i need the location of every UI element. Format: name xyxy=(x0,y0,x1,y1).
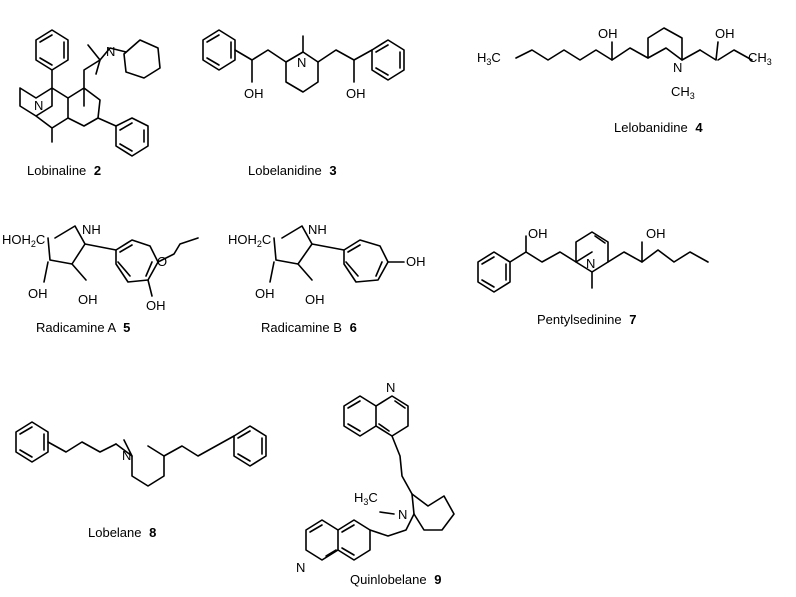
pentylsedinine-oh-1: OH xyxy=(528,226,548,241)
structure-radicamine-b xyxy=(269,225,405,283)
pentylsedinine-oh-2: OH xyxy=(646,226,666,241)
caption-lobinaline-name: Lobinaline xyxy=(27,163,86,178)
caption-radicamine-b-name: Radicamine B xyxy=(261,320,342,335)
lelobanidine-oh-2: OH xyxy=(715,26,735,41)
caption-radicamine-a-name: Radicamine A xyxy=(36,320,117,335)
caption-radicamine-a: Radicamine A 5 xyxy=(36,320,130,335)
radicamine-a-oh-3: OH xyxy=(146,298,166,313)
caption-lelobanidine-name: Lelobanidine xyxy=(614,120,688,135)
lobelanidine-atom-n: N xyxy=(297,55,306,70)
structure-lobelane xyxy=(15,421,267,487)
caption-lelobanidine: Lelobanidine 4 xyxy=(614,120,703,135)
lobelanidine-oh-1: OH xyxy=(244,86,264,101)
radicamine-a-oh-2: OH xyxy=(78,292,98,307)
caption-quinlobelane-name: Quinlobelane xyxy=(350,572,427,587)
lobelanidine-oh-2: OH xyxy=(346,86,366,101)
lobelane-atom-n: N xyxy=(122,448,131,463)
radicamine-b-hoh2c: HOH2C xyxy=(228,232,271,249)
caption-lobinaline: Lobinaline 2 xyxy=(27,163,101,178)
radicamine-a-oh-1: OH xyxy=(28,286,48,301)
lobinaline-atom-n1: N xyxy=(34,98,43,113)
structure-radicamine-a xyxy=(43,225,199,297)
radicamine-b-oh-3: OH xyxy=(406,254,426,269)
quinlobelane-quinoline-n-bottom: N xyxy=(296,560,305,575)
structure-pentylsedinine xyxy=(477,231,709,293)
caption-lobelane-number: 8 xyxy=(149,525,156,540)
quinlobelane-atom-n: N xyxy=(398,507,407,522)
radicamine-a-nh: NH xyxy=(82,222,101,237)
caption-pentylsedinine-name: Pentylsedinine xyxy=(537,312,622,327)
caption-lelobanidine-number: 4 xyxy=(695,120,703,135)
lelobanidine-ch3-n: CH3 xyxy=(671,84,695,101)
caption-radicamine-a-number: 5 xyxy=(123,320,130,335)
quinlobelane-ch3: H3C xyxy=(354,490,378,507)
caption-radicamine-b-number: 6 xyxy=(350,320,357,335)
caption-quinlobelane-number: 9 xyxy=(434,572,441,587)
lelobanidine-ch3-left: H3C xyxy=(477,50,501,67)
caption-lobelane: Lobelane 8 xyxy=(88,525,156,540)
structure-lelobanidine xyxy=(515,27,753,61)
lelobanidine-oh-1: OH xyxy=(598,26,618,41)
radicamine-b-oh-2: OH xyxy=(305,292,325,307)
quinlobelane-quinoline-n-top: N xyxy=(386,380,395,395)
lobinaline-atom-n2: N xyxy=(106,44,115,59)
caption-pentylsedinine-number: 7 xyxy=(629,312,636,327)
caption-lobelanidine-number: 3 xyxy=(329,163,336,178)
caption-lobinaline-number: 2 xyxy=(94,163,101,178)
radicamine-a-hoh2c: HOH2C xyxy=(2,232,45,249)
caption-lobelane-name: Lobelane xyxy=(88,525,142,540)
lelobanidine-ch3-right: CH3 xyxy=(748,50,772,67)
caption-pentylsedinine: Pentylsedinine 7 xyxy=(537,312,636,327)
radicamine-a-o-methoxy: O xyxy=(157,254,167,269)
structure-lobelanidine xyxy=(202,29,405,93)
caption-lobelanidine-name: Lobelanidine xyxy=(248,163,322,178)
radicamine-b-oh-1: OH xyxy=(255,286,275,301)
lelobanidine-atom-n: N xyxy=(673,60,682,75)
caption-lobelanidine: Lobelanidine 3 xyxy=(248,163,337,178)
caption-quinlobelane: Quinlobelane 9 xyxy=(350,572,441,587)
caption-radicamine-b: Radicamine B 6 xyxy=(261,320,357,335)
structure-lobinaline xyxy=(19,29,161,157)
radicamine-b-nh: NH xyxy=(308,222,327,237)
structure-quinlobelane xyxy=(305,395,455,561)
pentylsedinine-atom-n: N xyxy=(586,256,595,271)
